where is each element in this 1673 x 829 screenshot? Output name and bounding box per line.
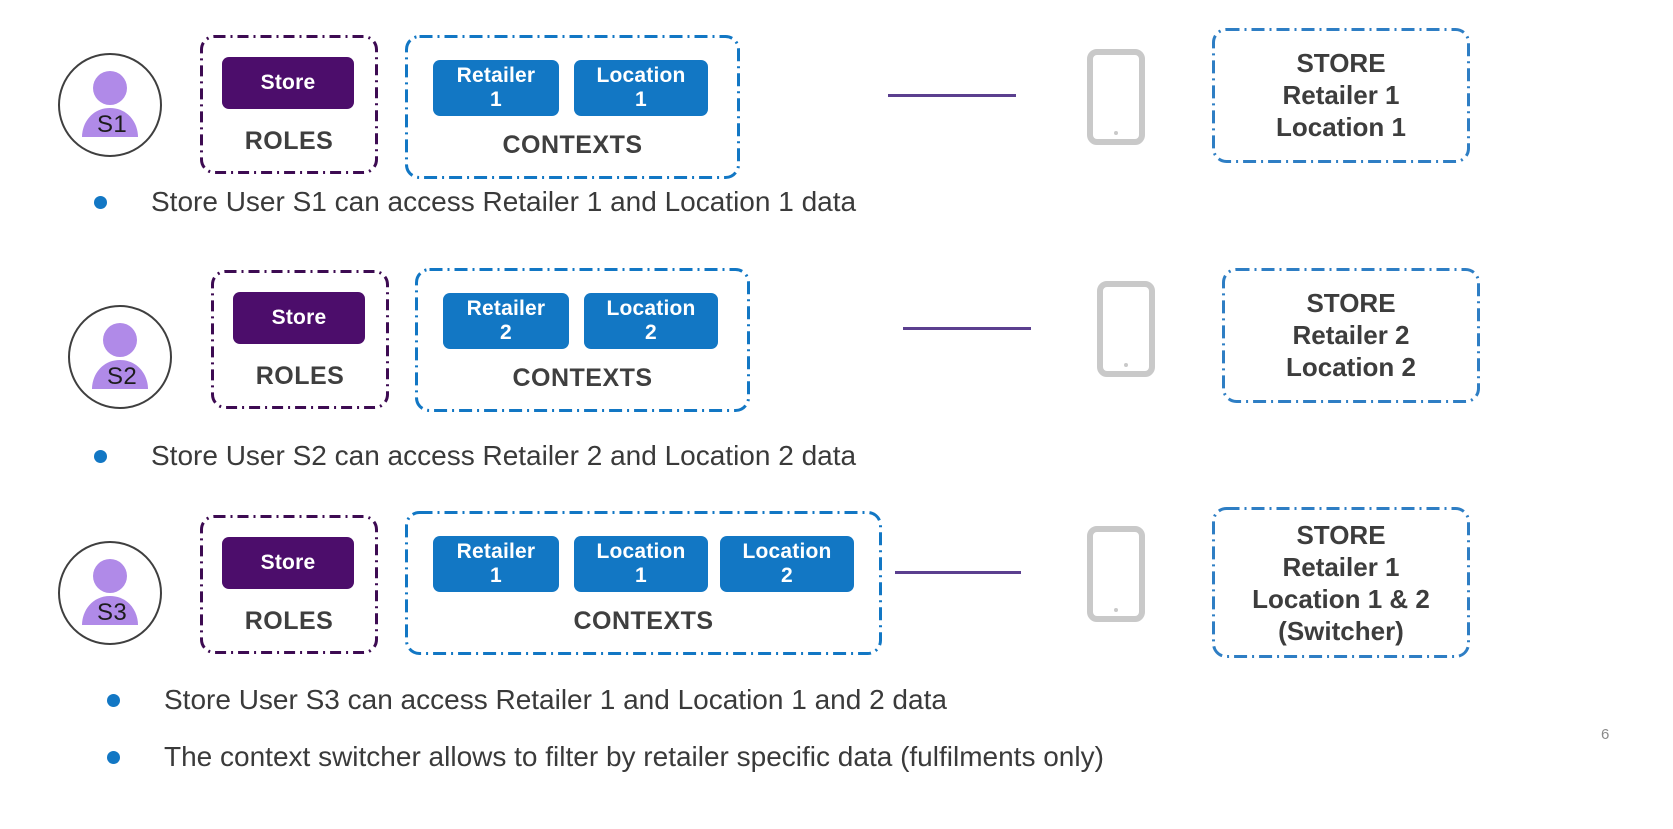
contexts-caption: CONTEXTS (502, 131, 643, 159)
avatar: S3 (58, 541, 162, 645)
store-result-text-s2: STORE Retailer 2 Location 2 (1222, 288, 1480, 384)
context-chip-line1: Location (596, 540, 686, 564)
context-chip-location[interactable]: Location 2 (584, 293, 718, 349)
context-chip-location[interactable]: Location 1 (574, 60, 708, 116)
person-icon (92, 323, 148, 389)
bullet-s3: Store User S3 can access Retailer 1 and … (107, 684, 947, 716)
store-result-line-0: STORE (1296, 520, 1386, 550)
bullet-text-s1: Store User S1 can access Retailer 1 and … (151, 186, 857, 217)
context-chip-line2: 2 (781, 564, 793, 587)
context-chip-location-1[interactable]: Location 1 (574, 536, 708, 592)
bullet-dot-icon (94, 195, 107, 209)
store-result-line-2: Location 2 (1285, 351, 1416, 382)
roles-caption: ROLES (244, 607, 334, 635)
role-chip-label: Store (271, 306, 327, 330)
bullet-dot-icon (107, 750, 120, 764)
store-result-box-s2: STORE Retailer 2 Location 2 (1222, 268, 1480, 403)
diagram-row-s2: S2 Store ROLES Retailer 2 Location 2 C (0, 268, 1673, 422)
roles-group-s3: Store ROLES (200, 515, 378, 654)
context-chip-line1: Retailer (456, 64, 536, 88)
person-icon (82, 71, 138, 137)
context-chip-line2: 1 (490, 564, 502, 587)
store-result-line-0: STORE (1296, 48, 1386, 78)
context-chip-line1: Location (742, 540, 832, 564)
context-chip-retailer[interactable]: Retailer 2 (443, 293, 569, 349)
context-chip-line2: 1 (635, 88, 647, 111)
context-chip-line2: 1 (635, 564, 647, 587)
storebox-dashdot-border (1222, 268, 1480, 403)
roles-dashdot-border (200, 515, 378, 654)
role-chip-label: Store (260, 551, 316, 575)
bullet-dot-icon (94, 449, 107, 463)
tablet-icon (1087, 526, 1145, 627)
role-chip-store[interactable]: Store (233, 292, 365, 344)
roles-caption: ROLES (244, 127, 334, 155)
avatar: S2 (68, 305, 172, 409)
store-result-line-3: (Switcher) (1278, 615, 1404, 646)
connector-line (903, 327, 1031, 330)
connector-line (888, 94, 1016, 97)
context-chip-line2: 2 (645, 321, 657, 344)
roles-group-s1: Store ROLES (200, 35, 378, 174)
contexts-dashdot-border (405, 511, 882, 655)
store-result-box-s1: STORE Retailer 1 Location 1 (1212, 28, 1470, 163)
contexts-caption: CONTEXTS (512, 364, 653, 392)
connector-line (895, 571, 1021, 574)
store-result-text-s3: STORE Retailer 1 Location 1 & 2 (Switche… (1212, 520, 1470, 648)
roles-dashdot-border (211, 270, 389, 409)
roles-group-s2: Store ROLES (211, 270, 389, 409)
context-chip-retailer[interactable]: Retailer 1 (433, 536, 559, 592)
avatar-label: S2 (107, 363, 137, 390)
bullet-text-s3: Store User S3 can access Retailer 1 and … (164, 684, 947, 715)
page-number: 6 (1601, 726, 1610, 743)
role-chip-store[interactable]: Store (222, 57, 354, 109)
store-result-text-s1: STORE Retailer 1 Location 1 (1212, 48, 1470, 144)
bullet-dot-icon (107, 693, 120, 707)
context-chip-location-2[interactable]: Location 2 (720, 536, 854, 592)
store-result-line-1: Retailer 2 (1292, 319, 1410, 350)
context-chip-retailer[interactable]: Retailer 1 (433, 60, 559, 116)
bullet-s1: Store User S1 can access Retailer 1 and … (94, 186, 856, 218)
roles-dashdot-border (200, 35, 378, 174)
context-chip-line2: 2 (500, 321, 512, 344)
store-result-line-1: Retailer 1 (1282, 79, 1400, 110)
bullet-context-switcher: The context switcher allows to filter by… (107, 741, 1104, 773)
roles-caption: ROLES (255, 362, 345, 390)
context-chip-line1: Retailer (466, 297, 546, 321)
diagram-row-s1: S1 Store ROLES Retailer 1 Location 1 (0, 20, 1673, 179)
bullet-text-context-switcher: The context switcher allows to filter by… (164, 741, 1104, 772)
store-result-line-1: Retailer 1 (1282, 551, 1400, 582)
contexts-caption: CONTEXTS (573, 607, 714, 635)
tablet-icon (1087, 49, 1145, 150)
bullet-text-s2: Store User S2 can access Retailer 2 and … (151, 440, 857, 471)
avatar-label: S1 (97, 111, 127, 138)
diagram-row-s3: S3 Store ROLES Retailer 1 Location 1 (0, 507, 1673, 658)
contexts-dashdot-border (415, 268, 750, 412)
context-chip-line2: 1 (490, 88, 502, 111)
store-result-box-s3: STORE Retailer 1 Location 1 & 2 (Switche… (1212, 507, 1470, 658)
storebox-dashdot-border (1212, 507, 1470, 658)
context-chip-line1: Retailer (456, 540, 536, 564)
contexts-group-s1: Retailer 1 Location 1 CONTEXTS (405, 35, 740, 179)
role-chip-store[interactable]: Store (222, 537, 354, 589)
store-result-line-2: Location 1 & 2 (1252, 583, 1430, 614)
bullet-s2: Store User S2 can access Retailer 2 and … (94, 440, 856, 472)
avatar: S1 (58, 53, 162, 157)
context-chip-line1: Location (596, 64, 686, 88)
store-result-line-2: Location 1 (1275, 111, 1406, 142)
role-chip-label: Store (260, 71, 316, 95)
storebox-dashdot-border (1212, 28, 1470, 163)
contexts-group-s2: Retailer 2 Location 2 CONTEXTS (415, 268, 750, 412)
contexts-group-s3: Retailer 1 Location 1 Location 2 CONTEXT… (405, 511, 882, 655)
contexts-dashdot-border (405, 35, 740, 179)
store-result-line-0: STORE (1306, 288, 1396, 318)
person-icon (82, 559, 138, 625)
avatar-label: S3 (97, 599, 127, 626)
tablet-icon (1097, 281, 1155, 382)
context-chip-line1: Location (606, 297, 696, 321)
